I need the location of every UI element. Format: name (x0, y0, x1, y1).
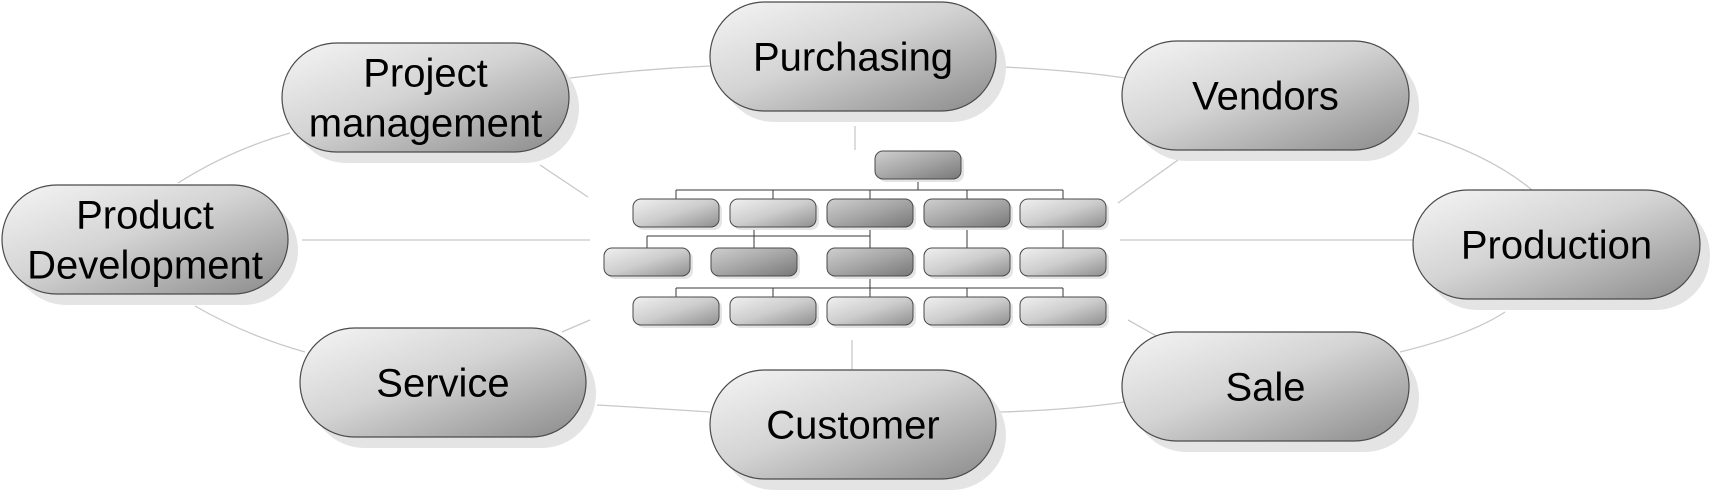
ring-line-production-sale (1399, 311, 1506, 353)
node-label: Product (76, 194, 214, 238)
ring-line-vendors-production (1417, 132, 1533, 191)
node-project-management: Project management (281, 42, 579, 163)
node-label: Vendors (1192, 75, 1339, 119)
node-shape (281, 42, 570, 153)
org-chart-boxes (603, 150, 1109, 328)
org-chart-connectors (646, 179, 1064, 297)
node-label: Sale (1225, 366, 1305, 410)
node-label: Project (363, 52, 488, 96)
spoke-vendors (1117, 159, 1179, 204)
ring-line-projectmgmt-purchasing (569, 65, 711, 79)
node-label: Development (27, 244, 263, 288)
spoke-connectors (302, 126, 1415, 370)
org-box-level1-2 (826, 198, 914, 228)
node-service: Service (299, 327, 596, 448)
org-conn-level1-2 (646, 228, 1064, 248)
org-box-level0-0 (874, 150, 962, 180)
org-box-level3-2 (826, 296, 914, 326)
org-chart (603, 150, 1109, 328)
node-label: management (309, 102, 542, 146)
node-purchasing: Purchasing (709, 1, 1006, 122)
org-box-level2-1 (710, 247, 798, 277)
ring-line-customer-service (596, 404, 711, 413)
org-box-level1-1 (729, 198, 817, 228)
org-box-level3-0 (632, 296, 720, 326)
node-label: Service (376, 362, 509, 406)
org-conn-level2-3 (675, 277, 1064, 297)
ring-line-productdev-projectmgmt (177, 132, 291, 184)
org-conn-level1 (675, 190, 1064, 199)
org-box-level3-4 (1019, 296, 1107, 326)
spoke-service (561, 319, 591, 333)
ring-line-sale-customer (999, 401, 1126, 413)
node-shape (299, 327, 587, 438)
node-shape (1121, 331, 1410, 442)
ring-line-purchasing-vendors (1004, 66, 1126, 79)
org-box-level2-2 (826, 247, 914, 277)
org-box-level2-3 (923, 247, 1011, 277)
node-shape (709, 369, 997, 480)
spoke-projectmgmt (539, 164, 589, 198)
node-label: Production (1461, 224, 1652, 268)
node-shape (1, 184, 289, 295)
org-box-level3-3 (923, 296, 1011, 326)
org-box-level2-4 (1019, 247, 1107, 277)
org-box-level2-0 (603, 247, 691, 277)
node-shape (1412, 189, 1701, 300)
node-label: Purchasing (753, 36, 953, 80)
org-box-level1-4 (1019, 198, 1107, 228)
node-vendors: Vendors (1121, 40, 1419, 161)
org-box-level1-3 (923, 198, 1011, 228)
org-box-level1-0 (632, 198, 720, 228)
org-conn-root (676, 179, 1063, 191)
node-production: Production (1412, 189, 1710, 310)
node-shape (1121, 40, 1410, 151)
spoke-sale (1127, 319, 1161, 339)
ring-connectors (177, 65, 1533, 413)
org-box-level3-1 (729, 296, 817, 326)
node-shape (709, 1, 997, 112)
node-label: Customer (766, 404, 939, 448)
ring-line-service-productdev (194, 305, 306, 353)
node-sale: Sale (1121, 331, 1419, 452)
node-customer: Customer (709, 369, 1006, 490)
